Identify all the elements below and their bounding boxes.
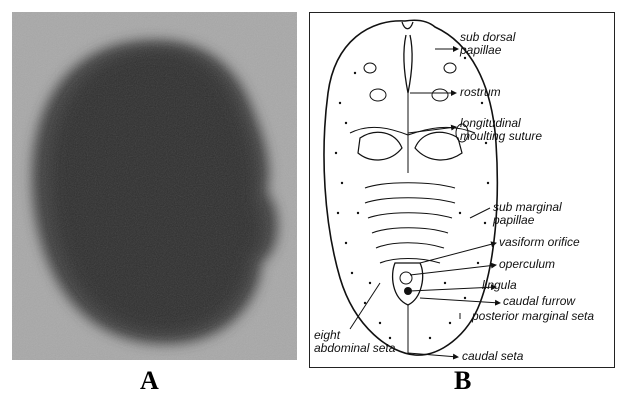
label-moulting-suture: moulting suture <box>460 130 542 143</box>
specimen-photo <box>12 12 297 360</box>
photo-panel-a <box>12 12 297 360</box>
panel-letter-a: A <box>140 366 159 396</box>
label-sub-marginal-papillae: papillae <box>493 214 534 227</box>
label-abdominal-seta: abdominal seta <box>314 342 395 355</box>
label-operculum: operculum <box>499 258 555 271</box>
label-lingula: lingula <box>482 279 517 292</box>
label-sub-dorsal-papillae-2: papillae <box>460 44 501 57</box>
label-caudal-furrow: caudal furrow <box>503 295 575 308</box>
label-caudal-seta: caudal seta <box>462 350 523 363</box>
label-rostrum: rostrum <box>460 86 501 99</box>
drawing-panel-b: sub dorsal papillae rostrum longitudinal… <box>309 12 615 368</box>
label-posterior-marginal-seta: posterior marginal seta <box>472 310 594 323</box>
label-vasiform-orifice: vasiform orifice <box>499 236 580 249</box>
panel-letter-b: B <box>454 366 471 396</box>
